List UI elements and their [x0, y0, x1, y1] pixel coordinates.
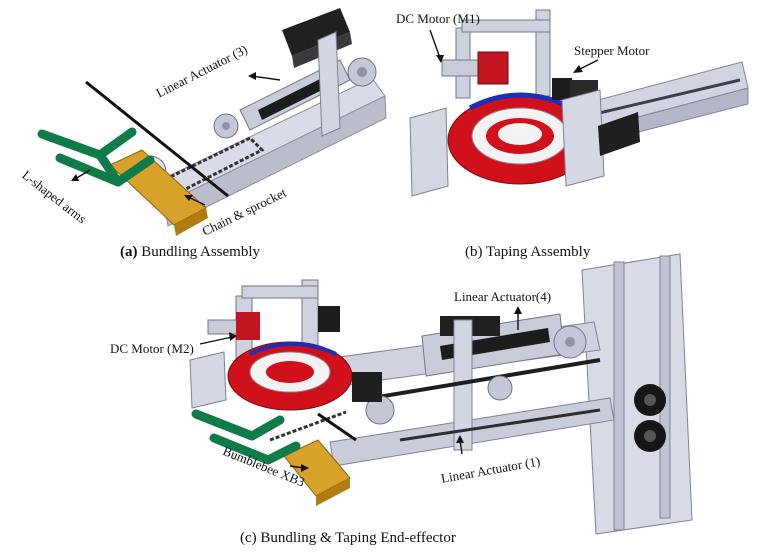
panel-b-illustration — [409, 9, 749, 197]
caption-c: (c) Bundling & Taping End-effector — [240, 530, 456, 547]
label-stepper-motor: Stepper Motor — [574, 43, 650, 58]
label-dc-motor-m1: DC Motor (M1) — [396, 11, 480, 26]
caption-a: (a) Bundling Assembly — [120, 244, 260, 261]
caption-b: (b) Taping Assembly — [465, 244, 590, 261]
label-linear-actuator-4: Linear Actuator(4) — [454, 289, 552, 304]
caption-a-tag: (a) — [120, 244, 138, 260]
panel-a-illustration — [37, 8, 387, 236]
caption-a-text: Bundling Assembly — [141, 244, 261, 260]
caption-b-text: Taping Assembly — [485, 244, 591, 260]
caption-c-text: Bundling & Taping End-effector — [260, 530, 456, 546]
label-dc-motor-m2: DC Motor (M2) — [110, 341, 194, 356]
caption-c-tag: (c) — [240, 530, 257, 546]
caption-b-tag: (b) — [465, 244, 483, 260]
panel-c-illustration — [189, 253, 693, 535]
